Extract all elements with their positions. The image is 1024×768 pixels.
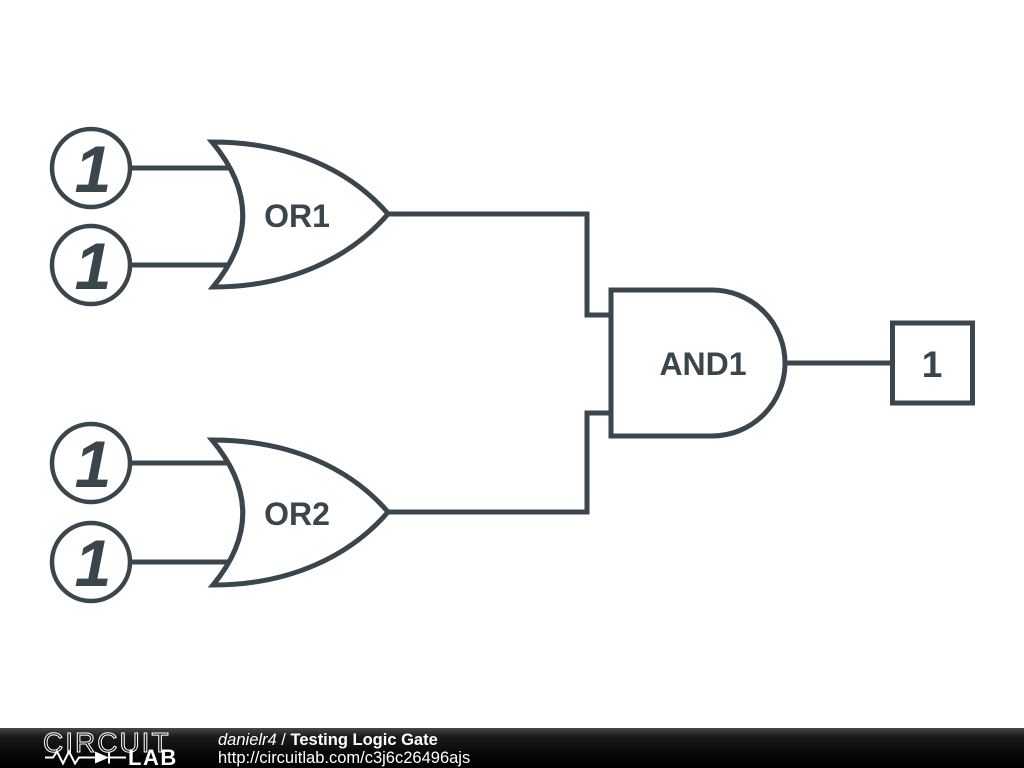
or2-label: OR2 bbox=[264, 496, 330, 532]
schematic-svg: OR1 OR2 AND1 1 1 1 bbox=[49, 126, 975, 604]
input2-value: 1 bbox=[75, 229, 112, 303]
input2-circle bbox=[49, 223, 133, 307]
wires bbox=[128, 165, 893, 565]
wire-or1-to-and1 bbox=[388, 211, 611, 318]
input4-value: 1 bbox=[75, 526, 112, 600]
and1-body bbox=[608, 287, 788, 439]
or2-body bbox=[206, 437, 392, 588]
input1-circle bbox=[49, 126, 133, 210]
footer-bar: CIRCUIT LAB danielr4 / Testing Logic Gat… bbox=[0, 728, 1024, 768]
schematic-canvas: OR1 OR2 AND1 1 1 1 bbox=[49, 126, 975, 604]
input-terminal-4: 1 bbox=[49, 520, 133, 604]
output-box bbox=[890, 320, 975, 406]
and1-label: AND1 bbox=[659, 346, 746, 382]
gate-or2: OR2 bbox=[206, 437, 392, 588]
footer-author: danielr4 bbox=[218, 731, 277, 749]
or1-label: OR1 bbox=[264, 198, 330, 234]
gate-or1: OR1 bbox=[206, 139, 392, 290]
gate-and1: AND1 bbox=[608, 287, 788, 439]
input1-value: 1 bbox=[75, 132, 112, 206]
footer-circuit-title: Testing Logic Gate bbox=[290, 731, 438, 749]
input-terminal-2: 1 bbox=[49, 223, 133, 307]
footer-separator: / bbox=[276, 731, 291, 749]
footer-text-block: danielr4 / Testing Logic Gate http://cir… bbox=[218, 731, 470, 767]
output-value: 1 bbox=[922, 344, 943, 385]
circuitlab-logo: CIRCUIT LAB bbox=[43, 728, 178, 768]
input-terminal-3: 1 bbox=[49, 421, 133, 505]
output-terminal: 1 bbox=[890, 320, 975, 406]
input4-circle bbox=[49, 520, 133, 604]
or1-body bbox=[206, 139, 392, 290]
footer-url: http://circuitlab.com/c3j6c26496ajs bbox=[218, 749, 471, 767]
input3-value: 1 bbox=[75, 427, 112, 501]
wire-or2-to-and1 bbox=[388, 410, 611, 515]
logo-circuit-text: CIRCUIT bbox=[43, 728, 171, 758]
input3-circle bbox=[49, 421, 133, 505]
resistor-diode-icon bbox=[45, 749, 126, 766]
logo-lab-text: LAB bbox=[128, 745, 178, 768]
footer-title-line: danielr4 / Testing Logic Gate bbox=[218, 731, 470, 749]
input-terminal-1: 1 bbox=[49, 126, 133, 210]
